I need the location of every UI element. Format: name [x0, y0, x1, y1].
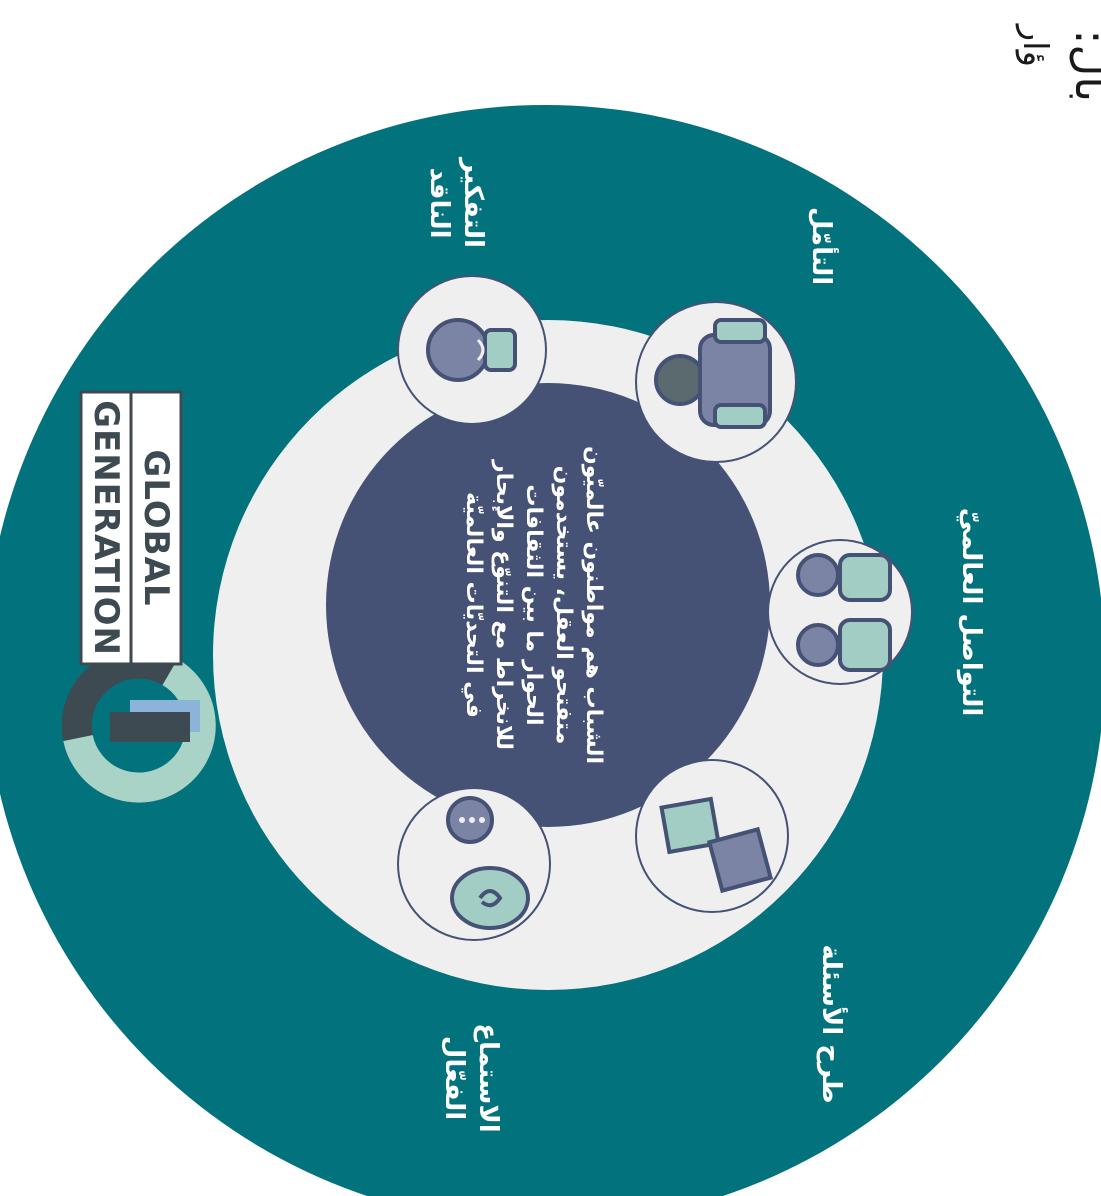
speech-cards-icon — [659, 796, 774, 894]
generation-global-logo-icon — [61, 390, 216, 803]
label-critical-thinking-line1: التفكير — [458, 158, 488, 248]
asking-questions-icon-circle — [635, 759, 789, 913]
center-disc — [326, 383, 770, 827]
label-global-communication: التواصل العالميّ — [956, 507, 986, 717]
logo-word-global: GLOBAL — [136, 449, 176, 607]
critical-thinking-icon-circle — [397, 275, 547, 425]
corner-title-line2: ؤار — [1015, 24, 1055, 67]
label-critical-thinking: التفكير الناقد — [420, 128, 490, 278]
label-asking-questions: طرح الأسئلة — [816, 944, 846, 1104]
active-listening-icon-circle — [397, 787, 551, 941]
logo-word-generation: GENERATION — [86, 400, 126, 656]
reflection-icon-circle — [635, 301, 797, 463]
label-active-listening-line2: الفعّال — [439, 1035, 469, 1121]
global-communication-icon-circle — [767, 539, 913, 685]
lightbulb-icon — [426, 318, 517, 382]
label-critical-thinking-line2: الناقد — [424, 167, 454, 239]
label-active-listening-line1: الاستماع — [473, 1023, 503, 1133]
label-reflection: التأمّل — [806, 206, 836, 286]
ear-and-speech-bubble-icon — [446, 796, 530, 930]
corner-title-line1: بال: — [1065, 29, 1101, 102]
label-active-listening: الاستماع الفعّال — [435, 1003, 505, 1153]
center-statement: الشباب هم مواطنون عالميّون متفتحو العقل،… — [461, 445, 606, 765]
reflecting-person-icon — [654, 318, 772, 429]
two-people-talking-icon — [796, 553, 892, 672]
